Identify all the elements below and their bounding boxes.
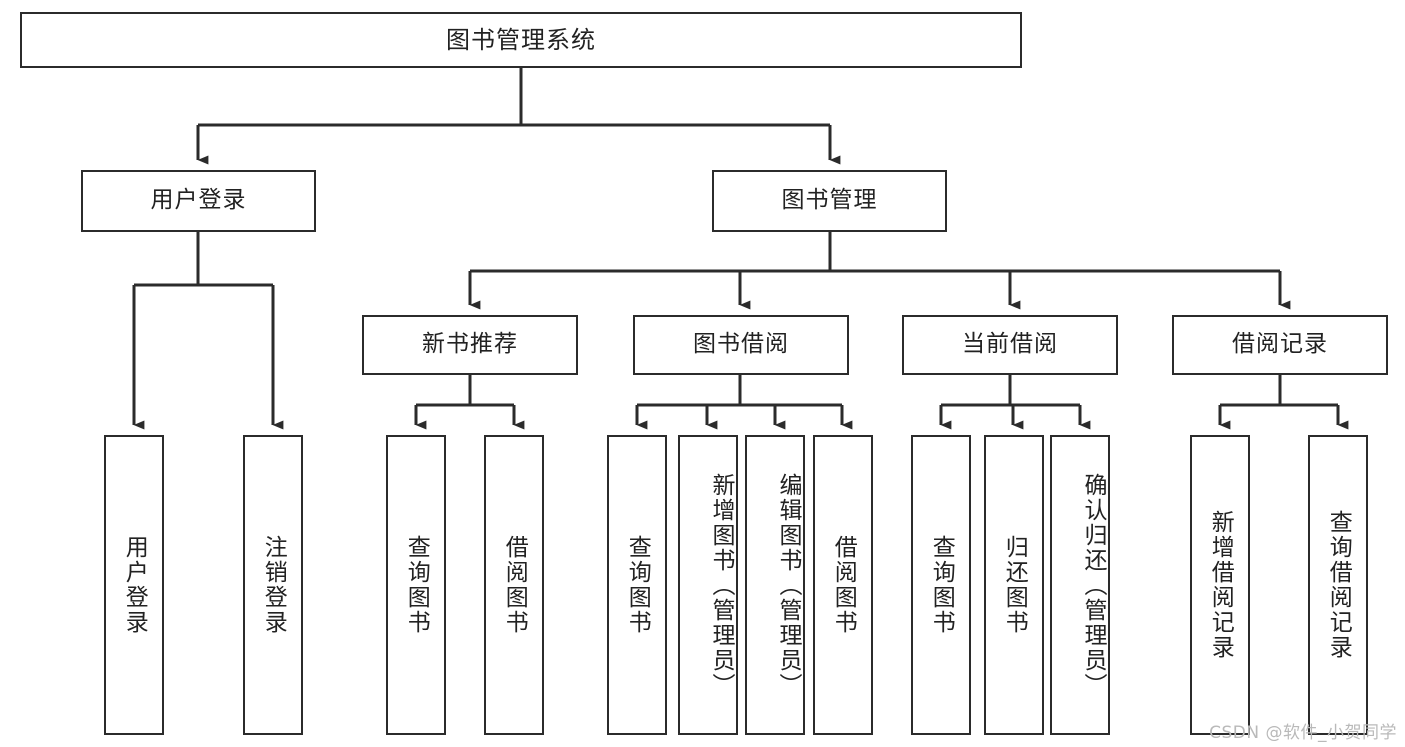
node-label: 查询图书 [624, 535, 651, 635]
node-label: 注销登录 [260, 535, 287, 635]
node-borrow-record[interactable]: 借阅记录 [1172, 315, 1388, 375]
node-leaf-add-book-admin[interactable]: 新增图书（管理员） [678, 435, 738, 735]
node-leaf-query-book-borrow[interactable]: 查询图书 [607, 435, 667, 735]
node-leaf-query-book-current[interactable]: 查询图书 [911, 435, 971, 735]
node-leaf-borrow-book-recommend[interactable]: 借阅图书 [484, 435, 544, 735]
node-label: 新增图书（管理员） [708, 472, 734, 698]
node-label: 归还图书 [1001, 535, 1028, 635]
node-leaf-query-book-recommend[interactable]: 查询图书 [386, 435, 446, 735]
node-leaf-confirm-return-admin[interactable]: 确认归还（管理员） [1050, 435, 1110, 735]
node-label: 确认归还（管理员） [1080, 472, 1106, 698]
node-label: 图书借阅 [693, 331, 789, 358]
node-label: 查询图书 [928, 535, 955, 635]
node-label: 新书推荐 [422, 331, 518, 358]
node-label: 查询图书 [403, 535, 430, 635]
node-leaf-user-login[interactable]: 用户登录 [104, 435, 164, 735]
node-book-borrow[interactable]: 图书借阅 [633, 315, 849, 375]
node-label: 新增借阅记录 [1207, 510, 1234, 660]
node-label: 借阅图书 [501, 535, 528, 635]
node-label: 用户登录 [121, 535, 148, 635]
node-label: 借阅记录 [1232, 331, 1328, 358]
node-book-management[interactable]: 图书管理 [712, 170, 947, 232]
node-leaf-edit-book-admin[interactable]: 编辑图书（管理员） [745, 435, 805, 735]
node-label: 图书管理系统 [446, 25, 596, 54]
node-leaf-add-borrow-record[interactable]: 新增借阅记录 [1190, 435, 1250, 735]
node-label: 图书管理 [781, 187, 878, 214]
node-leaf-return-book[interactable]: 归还图书 [984, 435, 1044, 735]
node-user-login[interactable]: 用户登录 [81, 170, 316, 232]
node-root-system[interactable]: 图书管理系统 [20, 12, 1022, 68]
node-label: 查询借阅记录 [1325, 510, 1352, 660]
node-current-borrow[interactable]: 当前借阅 [902, 315, 1118, 375]
watermark-text: CSDN @软件_小贺同学 [1209, 723, 1397, 743]
node-leaf-borrow-book[interactable]: 借阅图书 [813, 435, 873, 735]
node-leaf-logout[interactable]: 注销登录 [243, 435, 303, 735]
node-label: 当前借阅 [962, 331, 1058, 358]
node-new-book-recommend[interactable]: 新书推荐 [362, 315, 578, 375]
node-label: 用户登录 [150, 187, 247, 214]
node-label: 借阅图书 [830, 535, 857, 635]
node-leaf-query-borrow-record[interactable]: 查询借阅记录 [1308, 435, 1368, 735]
node-label: 编辑图书（管理员） [775, 472, 801, 698]
